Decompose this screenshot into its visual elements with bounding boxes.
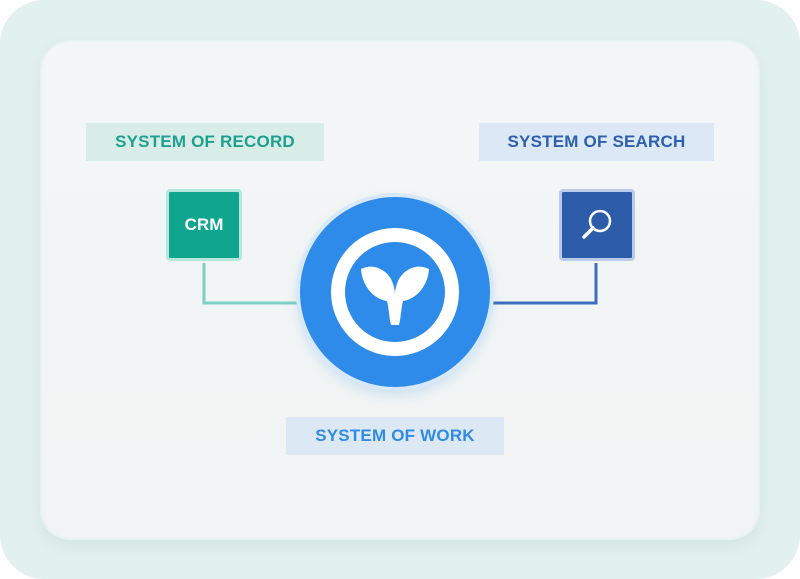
system-of-search-label: SYSTEM OF SEARCH: [479, 123, 714, 161]
crm-label: CRM: [184, 215, 224, 234]
system-of-work-hub: [300, 197, 490, 387]
search-tile: [559, 189, 635, 261]
system-of-record-label: SYSTEM OF RECORD: [86, 123, 324, 161]
system-of-work-label: SYSTEM OF WORK: [286, 417, 504, 455]
search-connector: [490, 263, 598, 305]
magnifier-icon: [582, 209, 612, 239]
crm-tile: CRM: [166, 189, 242, 261]
record-connector: [202, 263, 302, 305]
whale-tail-icon: [361, 266, 429, 325]
